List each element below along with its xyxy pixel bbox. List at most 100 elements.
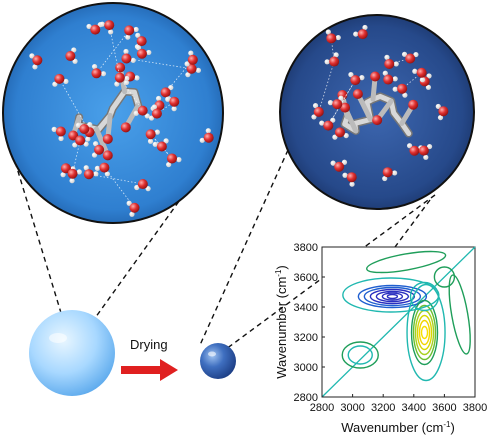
minor-contour <box>341 341 379 369</box>
oxygen-atom <box>340 102 351 113</box>
water-molecule <box>348 72 365 86</box>
water-molecule <box>199 128 214 143</box>
water-molecule <box>86 22 103 35</box>
negative-cross-peak-contour <box>381 292 404 301</box>
y-axis-title: Wavenumber (cm-1) <box>274 265 289 379</box>
negative-cross-peak-contour <box>386 293 399 300</box>
water-molecule <box>65 47 78 64</box>
water-molecule <box>382 167 398 182</box>
y-tick-label: 2800 <box>294 392 318 404</box>
water-molecule <box>152 138 169 152</box>
water-molecule <box>418 143 433 160</box>
water-molecule <box>126 200 140 217</box>
y-tick-labels: 2800 3000 3200 3400 3600 3800 <box>294 242 325 404</box>
minor-contour <box>448 274 471 355</box>
water-molecule <box>382 70 398 85</box>
x-tick-label: 3000 <box>340 402 364 414</box>
minor-contour <box>366 250 447 274</box>
x-tick-label: 3200 <box>371 402 395 414</box>
oxygen-atom <box>120 122 131 133</box>
water-molecule <box>145 129 160 144</box>
x-tick-label: 2800 <box>310 402 334 414</box>
water-molecule <box>435 103 449 121</box>
drying-process: Drying <box>121 337 178 381</box>
negative-cross-peak-contour <box>375 290 410 303</box>
y-tick-label: 3200 <box>294 332 318 344</box>
water-molecule <box>324 52 340 67</box>
water-molecule <box>185 63 202 78</box>
water-molecule <box>166 153 182 168</box>
hydrated-zoom-circle <box>2 2 224 224</box>
oxygen-atom <box>370 71 381 82</box>
water-molecule <box>319 117 336 131</box>
water-molecule <box>123 71 140 86</box>
dry-droplet <box>200 343 236 379</box>
water-molecule <box>342 172 357 187</box>
positive-cross-peak-contour <box>412 304 437 361</box>
contour-plot <box>321 246 476 398</box>
water-molecule <box>325 29 341 44</box>
water-molecule <box>133 105 150 119</box>
x-tick-labels: 2800 3000 3200 3400 3600 3800 <box>310 394 487 414</box>
water-molecule <box>121 48 136 64</box>
negative-cross-peak-contour <box>357 284 428 309</box>
water-molecule <box>327 95 344 110</box>
oxygen-atom <box>102 150 113 161</box>
water-molecule <box>67 168 82 184</box>
water-molecule <box>330 159 348 172</box>
water-molecule <box>72 135 89 148</box>
y-tick-label: 3600 <box>294 272 318 284</box>
positive-cross-peak-contour <box>416 314 433 351</box>
water-molecule <box>29 53 43 70</box>
water-molecule <box>94 162 110 177</box>
water-molecule <box>124 25 139 40</box>
drying-label: Drying <box>130 337 168 352</box>
water-molecule <box>311 103 324 120</box>
drying-arrow <box>121 359 178 381</box>
y-tick-label: 3400 <box>294 302 318 314</box>
oxygen-atom <box>115 62 126 73</box>
water-molecule <box>135 45 152 59</box>
water-molecule <box>51 126 66 142</box>
positive-cross-peak-contour <box>418 319 431 346</box>
water-molecule <box>91 141 105 158</box>
y-tick-label: 3800 <box>294 242 318 254</box>
correlation-map: 2800 3000 3200 3400 3600 3800 2800 3000 3200 340… <box>274 242 487 435</box>
y-tick-label: 3000 <box>294 362 318 374</box>
water-molecule <box>412 67 427 83</box>
water-molecule <box>148 104 162 121</box>
water-molecule <box>353 24 368 40</box>
water-molecule <box>184 50 198 67</box>
dashed-connectors <box>9 144 436 353</box>
water-molecule <box>52 73 69 87</box>
water-molecule <box>134 179 151 192</box>
minor-contour <box>347 345 373 365</box>
oxygen-atom <box>68 130 79 141</box>
negative-cross-peak-contour <box>363 286 422 307</box>
wet-droplet <box>29 310 115 396</box>
dried-zoom-circle <box>279 14 475 210</box>
water-molecule <box>332 127 349 140</box>
water-molecule <box>165 96 180 112</box>
water-molecule <box>114 72 130 87</box>
water-molecule <box>384 54 399 69</box>
negative-cross-peak-contour <box>369 288 416 305</box>
water-molecule <box>83 165 99 180</box>
x-tick-label: 3800 <box>463 402 487 414</box>
water-molecule <box>91 63 107 79</box>
oxygen-atom <box>352 88 363 99</box>
water-molecule <box>392 83 408 98</box>
positive-cross-peak-contour <box>410 299 439 366</box>
water-molecule <box>99 20 115 35</box>
diagonal-line <box>321 246 476 398</box>
x-axis-title: Wavenumber (cm-1) <box>341 420 455 435</box>
x-tick-label: 3600 <box>432 402 456 414</box>
oxygen-atom <box>102 133 113 144</box>
x-tick-label: 3400 <box>402 402 426 414</box>
auto-peak-contour <box>409 281 440 312</box>
outer-contour <box>406 283 446 382</box>
water-molecule <box>75 121 93 135</box>
minor-contour <box>433 266 456 288</box>
oxygen-atom <box>372 115 383 126</box>
